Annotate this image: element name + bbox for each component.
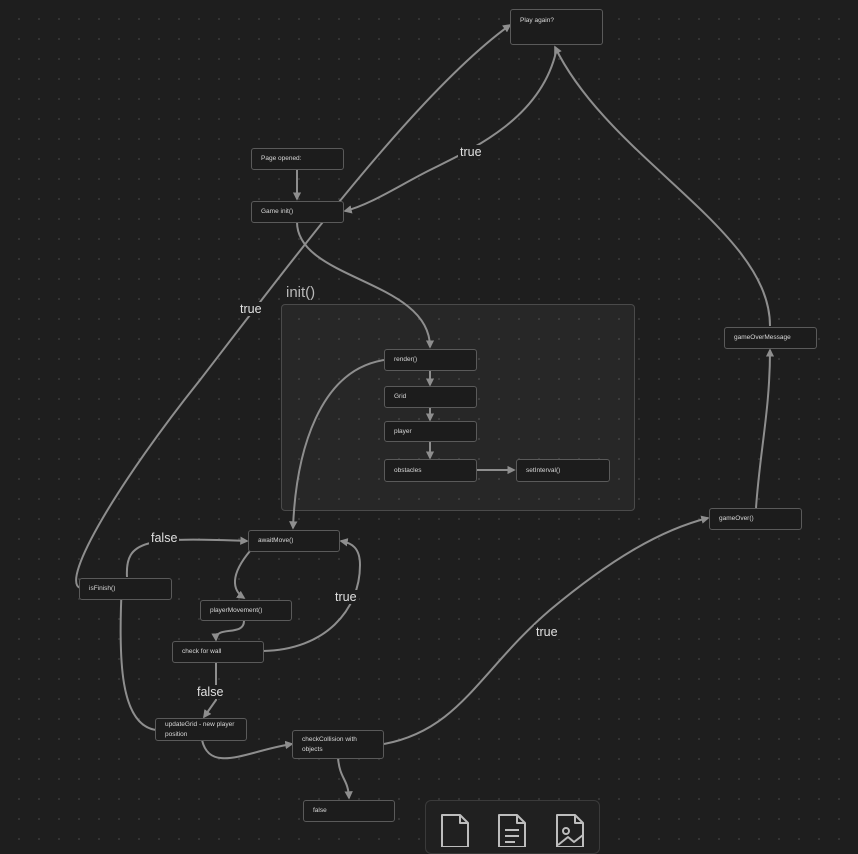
- edge-render-to-await-move: [289, 359, 385, 530]
- edge-label-false-is-finish: false: [149, 531, 180, 545]
- node-player[interactable]: player: [384, 421, 477, 442]
- bottom-toolbar: [425, 800, 600, 854]
- blank-file-icon[interactable]: [438, 813, 472, 848]
- init-group-label: init(): [286, 284, 316, 301]
- edge-update-grid-to-is-finish: [117, 580, 157, 731]
- edge-label-true-wall: true: [333, 590, 359, 604]
- node-player-movement[interactable]: playerMovement(): [200, 600, 292, 621]
- node-render[interactable]: render(): [384, 349, 477, 371]
- edge-check-wall-true-to-await-move: [262, 538, 362, 652]
- edge-label-false-wall: false: [195, 685, 226, 699]
- edge-message-to-play-again: [554, 45, 771, 327]
- node-set-interval[interactable]: setInterval(): [516, 459, 610, 482]
- node-game-over-message[interactable]: gameOverMessage: [724, 327, 817, 349]
- node-play-again[interactable]: Play again?: [510, 9, 603, 45]
- edge-check-collision-true-to-game-over: [383, 515, 710, 745]
- edge-update-grid-to-check-collision: [201, 739, 294, 760]
- image-file-icon[interactable]: [553, 813, 587, 848]
- edge-await-move-to-player-movement: [234, 550, 251, 599]
- node-false-end[interactable]: false: [303, 800, 395, 822]
- edge-game-init-to-render: [296, 221, 435, 349]
- node-game-over[interactable]: gameOver(): [709, 508, 802, 530]
- node-obstacles[interactable]: obstacles: [384, 459, 477, 482]
- edge-label-true-collision: true: [534, 625, 560, 639]
- node-update-grid[interactable]: updateGrid - new player position: [155, 718, 247, 741]
- node-is-finish[interactable]: isFinish(): [79, 578, 172, 600]
- node-check-collision[interactable]: checkCollision with objects: [292, 730, 384, 759]
- edge-game-over-to-message: [755, 348, 775, 509]
- node-game-init[interactable]: Game init(): [251, 201, 344, 223]
- edge-check-collision-to-false: [337, 757, 353, 800]
- text-file-icon[interactable]: [495, 813, 529, 848]
- edge-is-finish-false-to-await-move: [125, 536, 249, 578]
- node-await-move[interactable]: awaitMove(): [248, 530, 340, 552]
- edge-check-wall-false-to-update-grid: [203, 663, 217, 719]
- edge-player-movement-to-check-wall: [211, 620, 245, 642]
- node-page-opened[interactable]: Page opened:: [251, 148, 344, 170]
- edge-label-true-is-finish: true: [238, 302, 264, 316]
- edge-is-finish-true-to-play-again: [75, 24, 512, 589]
- node-grid[interactable]: Grid: [384, 386, 477, 408]
- node-check-for-wall[interactable]: check for wall: [172, 641, 264, 663]
- edge-label-true-play-again: true: [458, 145, 484, 159]
- edge-play-again-true-to-game-init: [343, 51, 557, 214]
